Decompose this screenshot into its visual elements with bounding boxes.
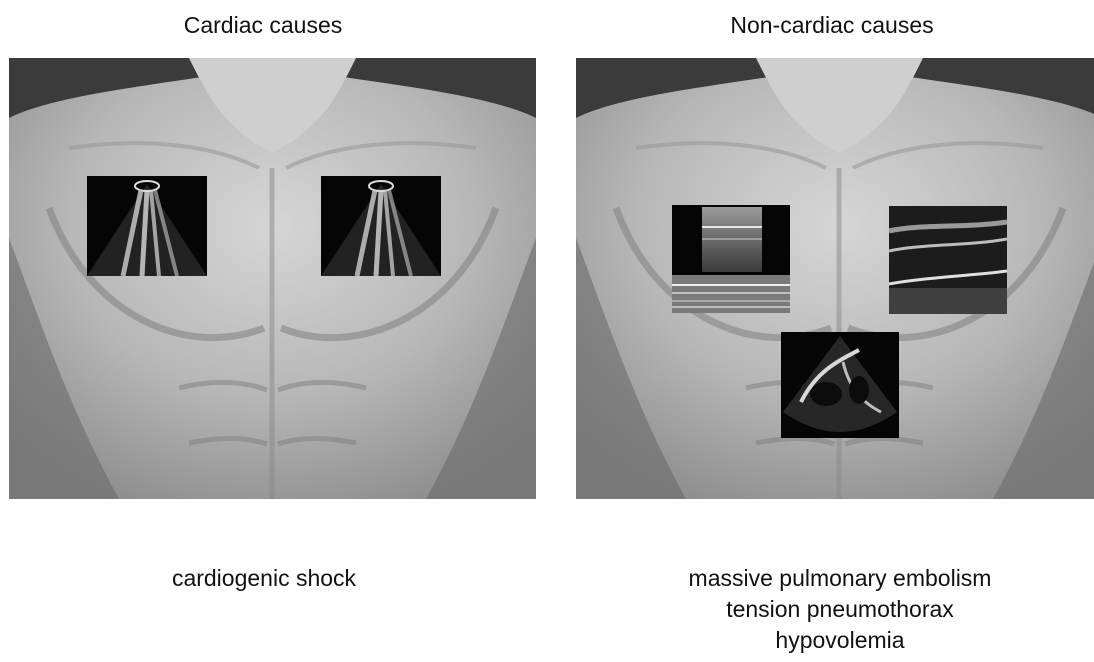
cardiogenic-shock-label: cardiogenic shock — [34, 563, 494, 594]
cardiac-causes-heading: Cardiac causes — [53, 12, 473, 39]
cardiac-ultrasound-icon — [781, 332, 899, 438]
non-cardiac-causes-heading: Non-cardiac causes — [622, 12, 1042, 39]
non-cardiac-torso-panel — [576, 58, 1094, 499]
hypovolemia-label: hypovolemia — [610, 625, 1070, 656]
vein-ultrasound-icon — [889, 206, 1007, 314]
cardiac-torso-panel — [9, 58, 536, 499]
lung-ultrasound-b-lines-icon — [321, 176, 441, 276]
tension-pneumothorax-label: tension pneumothorax — [610, 594, 1070, 625]
non-cardiac-caption: massive pulmonary embolism tension pneum… — [610, 563, 1070, 656]
torso-illustration — [9, 58, 536, 499]
lung-ultrasound-b-lines-icon — [87, 176, 207, 276]
massive-pulmonary-embolism-label: massive pulmonary embolism — [610, 563, 1070, 594]
cardiac-caption: cardiogenic shock — [34, 563, 494, 594]
lung-ultrasound-m-mode-icon — [672, 205, 790, 313]
